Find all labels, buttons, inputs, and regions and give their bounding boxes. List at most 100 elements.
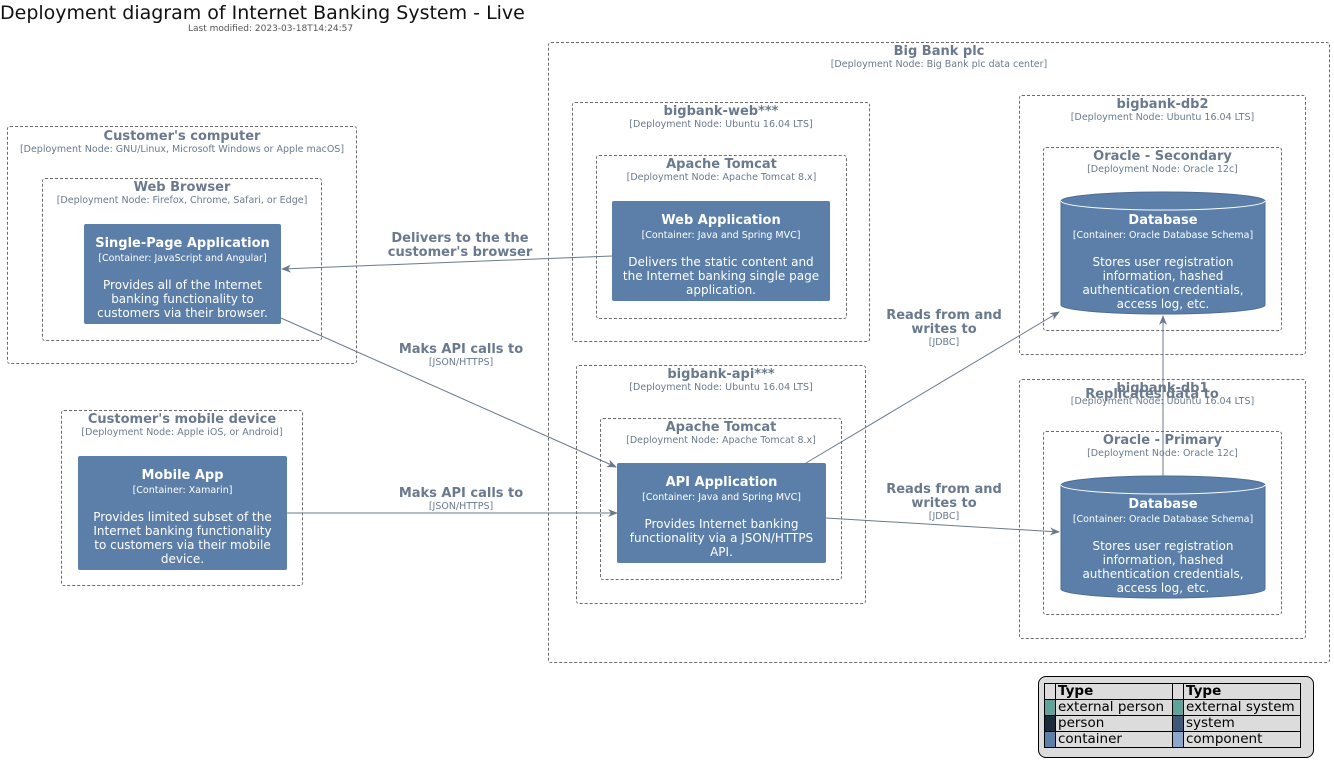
edge-label-api-db-secondary: Reads from and writes to [JDBC]: [876, 308, 1012, 349]
node-mobile-device: Customer's mobile device [Deployment Nod…: [61, 410, 303, 586]
node-subtitle: [Deployment Node: Ubuntu 16.04 LTS]: [1070, 396, 1255, 407]
container-mobile-app: Mobile App [Container: Xamarin] Provides…: [78, 456, 287, 570]
node-subtitle: [Deployment Node: Apache Tomcat 8.x]: [626, 435, 816, 446]
container-title: Database: [1128, 213, 1198, 228]
edge-label-text: Reads from and writes to: [886, 482, 1002, 511]
arrow-api-to-db-secondary: [805, 311, 1060, 464]
container-title: Single-Page Application: [95, 236, 270, 251]
container-database-secondary: Database [Container: Oracle Database Sch…: [1060, 191, 1266, 315]
node-web-browser: Web Browser [Deployment Node: Firefox, C…: [42, 178, 322, 341]
legend-item: container: [1055, 731, 1173, 748]
legend-header: Type: [1055, 683, 1173, 700]
node-subtitle: [Deployment Node: Ubuntu 16.04 LTS]: [1070, 112, 1255, 123]
container-title: Mobile App: [141, 468, 224, 483]
legend-swatch: [1172, 699, 1184, 716]
arrow-spa-to-api: [280, 317, 617, 468]
cylinder-shape: [1060, 191, 1266, 315]
legend-swatch: [1044, 699, 1056, 716]
legend-header-row: Type Type: [1044, 683, 1301, 700]
edge-label-web-spa: Delivers to the the customer's browser: [380, 232, 540, 260]
node-title: Apache Tomcat: [665, 420, 777, 435]
edge-label-tech: [JDBC]: [928, 337, 960, 348]
legend-row: container component: [1044, 731, 1301, 748]
diagram-title: Deployment diagram of Internet Banking S…: [0, 2, 525, 24]
node-subtitle: [Deployment Node: Oracle 12c]: [1087, 164, 1238, 175]
legend-item: external system: [1183, 699, 1301, 716]
container-technology: [Container: Xamarin]: [132, 485, 233, 496]
edge-label-text: Maks API calls to: [398, 486, 524, 501]
legend-row: person system: [1044, 715, 1301, 732]
container-title: Database: [1128, 497, 1198, 512]
legend-header: Type: [1183, 683, 1301, 700]
node-customers-computer: Customer's computer [Deployment Node: GN…: [7, 126, 357, 364]
edge-label-api-db-primary: Reads from and writes to [JDBC]: [876, 482, 1012, 523]
edge-label-tech: [JSON/HTTPS]: [428, 357, 494, 368]
node-bigbank-web: bigbank-web*** [Deployment Node: Ubuntu …: [572, 102, 870, 342]
node-tomcat-web: Apache Tomcat [Deployment Node: Apache T…: [596, 155, 847, 319]
node-title: Oracle - Secondary: [1093, 149, 1232, 164]
container-description: Stores user registration information, ha…: [1082, 539, 1244, 595]
edge-label-text: Reads from and writes to: [886, 308, 1002, 337]
legend-item: external person: [1055, 699, 1173, 716]
legend-swatch: [1044, 731, 1056, 748]
legend-item: component: [1183, 731, 1301, 748]
container-technology: [Container: Java and Spring MVC]: [641, 230, 801, 241]
node-subtitle: [Deployment Node: Big Bank plc data cent…: [830, 59, 1048, 70]
node-title: bigbank-api***: [667, 367, 775, 382]
container-description: Stores user registration information, ha…: [1082, 255, 1244, 311]
edge-label-text: Replicates data to: [1085, 387, 1219, 402]
node-subtitle: [Deployment Node: Apple iOS, or Android]: [81, 427, 283, 438]
legend-swatch: [1172, 731, 1184, 748]
container-database-primary: Database [Container: Oracle Database Sch…: [1060, 475, 1266, 599]
arrow-api-to-db-primary: [825, 517, 1060, 536]
edge-label-mobile-api: Maks API calls to [JSON/HTTPS]: [381, 486, 541, 513]
legend-row: external person external system: [1044, 699, 1301, 716]
legend-item: person: [1055, 715, 1173, 732]
edge-label-text: Maks API calls to: [398, 342, 524, 357]
edge-label-tech: [JSON/HTTPS]: [428, 501, 494, 512]
container-single-page-app: Single-Page Application [Container: Java…: [84, 224, 281, 324]
container-description: Provides all of the Internet banking fun…: [97, 278, 268, 320]
node-subtitle: [Deployment Node: GNU/Linux, Microsoft W…: [19, 144, 345, 155]
node-subtitle: [Deployment Node: Ubuntu 16.04 LTS]: [629, 382, 813, 393]
container-technology: [Container: JavaScript and Angular]: [98, 253, 267, 264]
diagram-subtitle: Last modified: 2023-03-18T14:24:57: [188, 24, 354, 34]
node-title: Customer's mobile device: [87, 412, 277, 427]
node-subtitle: [Deployment Node: Firefox, Chrome, Safar…: [56, 195, 308, 206]
container-description: Provides Internet banking functionality …: [629, 517, 814, 559]
node-subtitle: [Deployment Node: Apache Tomcat 8.x]: [626, 172, 817, 183]
edge-label-spa-api: Maks API calls to [JSON/HTTPS]: [381, 342, 541, 369]
container-description: Delivers the static content and the Inte…: [622, 255, 820, 297]
edge-label-replication: Replicates data to: [1082, 388, 1222, 402]
legend-table: Type Type external person external syste…: [1044, 683, 1301, 748]
node-tomcat-api: Apache Tomcat [Deployment Node: Apache T…: [600, 418, 842, 580]
container-title: Web Application: [661, 213, 781, 228]
container-description: Provides limited subset of the Internet …: [93, 510, 272, 566]
container-api-application: API Application [Container: Java and Spr…: [617, 463, 826, 563]
container-technology: [Container: Java and Spring MVC]: [642, 492, 801, 503]
node-title: bigbank-db2: [1116, 97, 1209, 112]
legend: Type Type external person external syste…: [1038, 676, 1314, 758]
legend-swatch: [1044, 715, 1056, 732]
cylinder-shape: [1060, 475, 1266, 599]
edge-label-tech: [JDBC]: [928, 511, 960, 522]
arrow-web-to-spa: [281, 255, 613, 273]
legend-swatch: [1172, 715, 1184, 732]
node-title: Oracle - Primary: [1102, 433, 1223, 448]
container-web-application: Web Application [Container: Java and Spr…: [612, 201, 830, 301]
node-title: bigbank-db1: [1116, 381, 1209, 396]
container-title: API Application: [665, 475, 778, 490]
node-bigbank-api: bigbank-api*** [Deployment Node: Ubuntu …: [576, 365, 866, 604]
node-title: bigbank-web***: [663, 104, 779, 119]
node-big-bank: Big Bank plc [Deployment Node: Big Bank …: [548, 42, 1330, 663]
container-technology: [Container: Oracle Database Schema]: [1072, 230, 1254, 241]
container-technology: [Container: Oracle Database Schema]: [1072, 514, 1254, 525]
edge-label-text: Delivers to the the customer's browser: [387, 231, 533, 260]
node-title: Apache Tomcat: [666, 157, 777, 172]
node-subtitle: [Deployment Node: Ubuntu 16.04 LTS]: [629, 119, 813, 130]
node-title: Big Bank plc: [893, 44, 985, 59]
node-title: Web Browser: [133, 180, 231, 195]
node-title: Customer's computer: [103, 129, 261, 144]
legend-item: system: [1183, 715, 1301, 732]
